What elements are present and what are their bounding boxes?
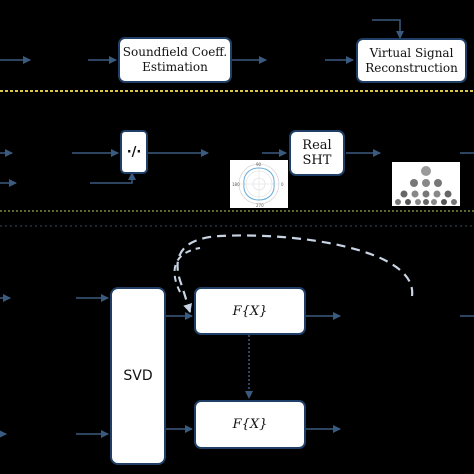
svd-box: SVD [110, 287, 166, 465]
real-sht-box: Real SHT [289, 130, 345, 176]
f-of-x-bottom-label: F{X} [232, 417, 268, 432]
f-of-x-bottom-box: F{X} [194, 400, 306, 449]
f-of-x-top-label: F{X} [232, 303, 268, 319]
real-sht-line1: Real [302, 138, 332, 153]
polar-tick-0: 0 [281, 182, 284, 187]
box-label-line2: Estimation [142, 60, 208, 74]
polar-plot-thumbnail: 90 180 270 0 [230, 160, 288, 208]
polar-tick-270: 270 [256, 203, 264, 208]
f-of-x-top-box: F{X} [194, 287, 306, 335]
soundfield-coeff-estimation-box: Soundfield Coeff. Estimation [118, 37, 232, 83]
divide-operator-label: ·/· [126, 144, 142, 160]
arrow-p1-feedback [372, 19, 404, 39]
spherical-harmonics-thumbnail [392, 162, 460, 206]
box-label-line1: Virtual Signal [369, 45, 454, 60]
arrow-p2-into-divide-bottom [90, 172, 136, 184]
polar-plot-svg: 90 180 270 0 [232, 162, 284, 208]
polar-tick-90: 90 [256, 162, 262, 167]
svd-label: SVD [123, 368, 153, 384]
box-label-line2: Reconstruction [365, 60, 458, 75]
polar-tick-180: 180 [232, 182, 240, 187]
box-label-line1: Soundfield Coeff. [122, 45, 228, 59]
real-sht-line2: SHT [302, 153, 332, 168]
dashed-feedback-curve [176, 234, 414, 313]
spherical-harmonics-svg [395, 166, 457, 205]
virtual-signal-reconstruction-box: Virtual Signal Reconstruction [356, 38, 467, 83]
divide-operator-box: ·/· [120, 130, 148, 174]
